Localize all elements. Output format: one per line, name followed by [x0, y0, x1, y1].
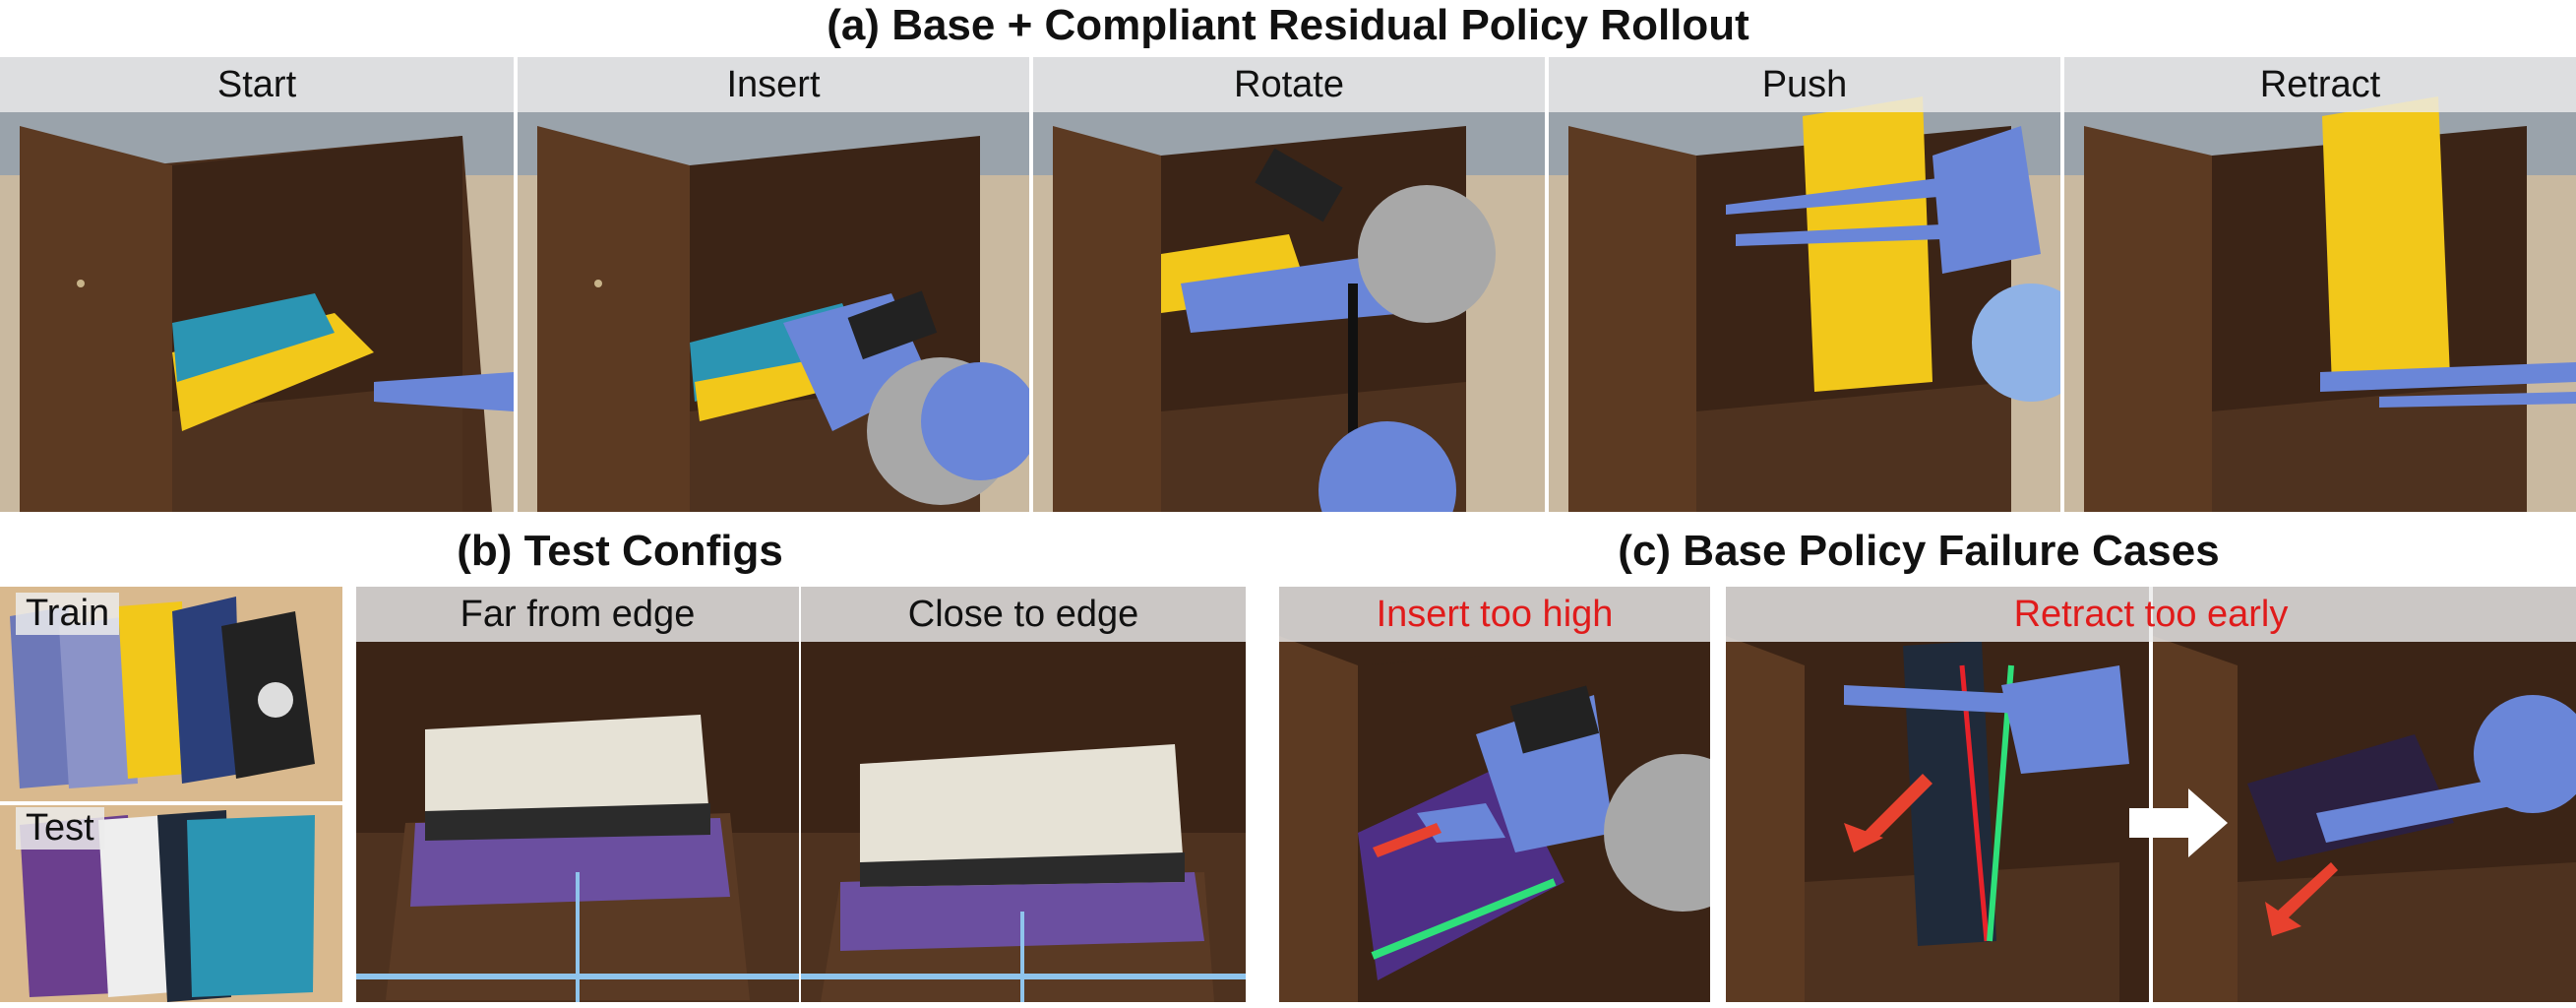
config-close-to-edge: Close to edge	[801, 587, 1246, 1002]
retract-too-early-label: Retract too early	[1726, 587, 2576, 642]
photo-insert-too-high	[1279, 587, 1710, 1002]
step-label-push: Push	[1549, 57, 2060, 112]
train-books-image	[0, 587, 342, 801]
photo-close-to-edge	[801, 587, 1246, 1002]
step-label-retract: Retract	[2064, 57, 2576, 112]
photo-insert	[518, 57, 1029, 512]
heading-b: (b) Test Configs	[457, 527, 783, 575]
step-label-rotate: Rotate	[1033, 57, 1545, 112]
photo-retract	[2064, 57, 2576, 512]
close-label: Close to edge	[801, 587, 1246, 642]
rollout-panel-start: Start	[0, 57, 514, 512]
train-label: Train	[16, 593, 120, 635]
heading-a: (a) Base + Compliant Residual Policy Rol…	[827, 1, 1749, 49]
failure-retract-too-early: Retract too early	[1726, 587, 2576, 1002]
rollout-panel-rotate: Rotate	[1033, 57, 1545, 512]
photo-push	[1549, 57, 2060, 512]
photo-retract-too-early	[1726, 587, 2576, 1002]
train-books-photo: Train	[0, 587, 342, 801]
step-label-start: Start	[0, 57, 514, 112]
failure-insert-too-high: Insert too high	[1279, 587, 1710, 1002]
insert-too-high-label: Insert too high	[1279, 587, 1710, 642]
heading-c: (c) Base Policy Failure Cases	[1618, 527, 2220, 575]
test-books-photo: Test	[0, 805, 342, 1002]
step-label-insert: Insert	[518, 57, 1029, 112]
test-label: Test	[16, 807, 104, 850]
photo-start	[0, 57, 514, 512]
rollout-panel-retract: Retract	[2064, 57, 2576, 512]
rollout-panel-insert: Insert	[518, 57, 1029, 512]
config-far-from-edge: Far from edge	[356, 587, 799, 1002]
photo-rotate	[1033, 57, 1545, 512]
far-label: Far from edge	[356, 587, 799, 642]
photo-far-from-edge	[356, 587, 799, 1002]
rollout-panel-push: Push	[1549, 57, 2060, 512]
